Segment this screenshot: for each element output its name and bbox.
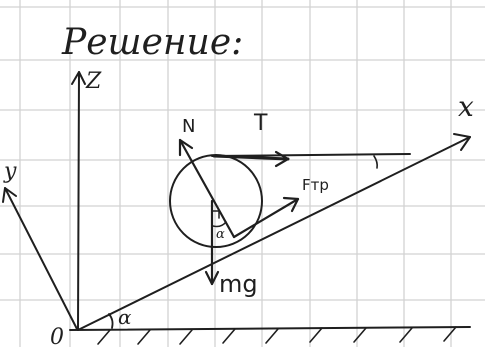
- right-angle-mark-icon: [211, 210, 220, 219]
- incline-angle-arc: [108, 313, 114, 329]
- x-axis-arrowhead: [453, 133, 471, 151]
- friction-force-arrowhead: [282, 196, 300, 213]
- inner-angle-label: α: [216, 227, 225, 242]
- inner-angle-arc: [212, 221, 227, 228]
- friction-force-label: Fтр: [302, 176, 329, 194]
- incline-angle-label: α: [118, 305, 132, 329]
- friction-force-arrow: [232, 197, 300, 239]
- string-line: [211, 153, 411, 157]
- x-axis-incline: [77, 136, 471, 331]
- tension-arrow: [212, 154, 290, 161]
- string-angle-arc: [373, 155, 378, 169]
- tension-arrowhead: [274, 150, 290, 168]
- tension-label: T: [253, 111, 268, 136]
- z-axis-line: [77, 71, 80, 331]
- x-axis-label: x: [458, 90, 474, 123]
- y-axis-arrowhead: [2, 187, 17, 203]
- z-axis-label: Z: [85, 69, 102, 94]
- hatched-ground-icon: [97, 326, 457, 345]
- normal-force-arrow: [178, 138, 236, 239]
- origin-label: 0: [50, 325, 64, 347]
- gravity-label: mg: [219, 270, 258, 298]
- gravity-arrowhead: [204, 270, 220, 286]
- solution-heading: Решение:: [61, 22, 243, 63]
- normal-force-label: N: [182, 116, 195, 137]
- y-axis-line: [4, 187, 78, 330]
- normal-force-arrowhead: [178, 138, 194, 157]
- z-axis-arrowhead: [71, 71, 86, 85]
- ground-line: [69, 326, 471, 331]
- y-axis-label: y: [3, 159, 17, 184]
